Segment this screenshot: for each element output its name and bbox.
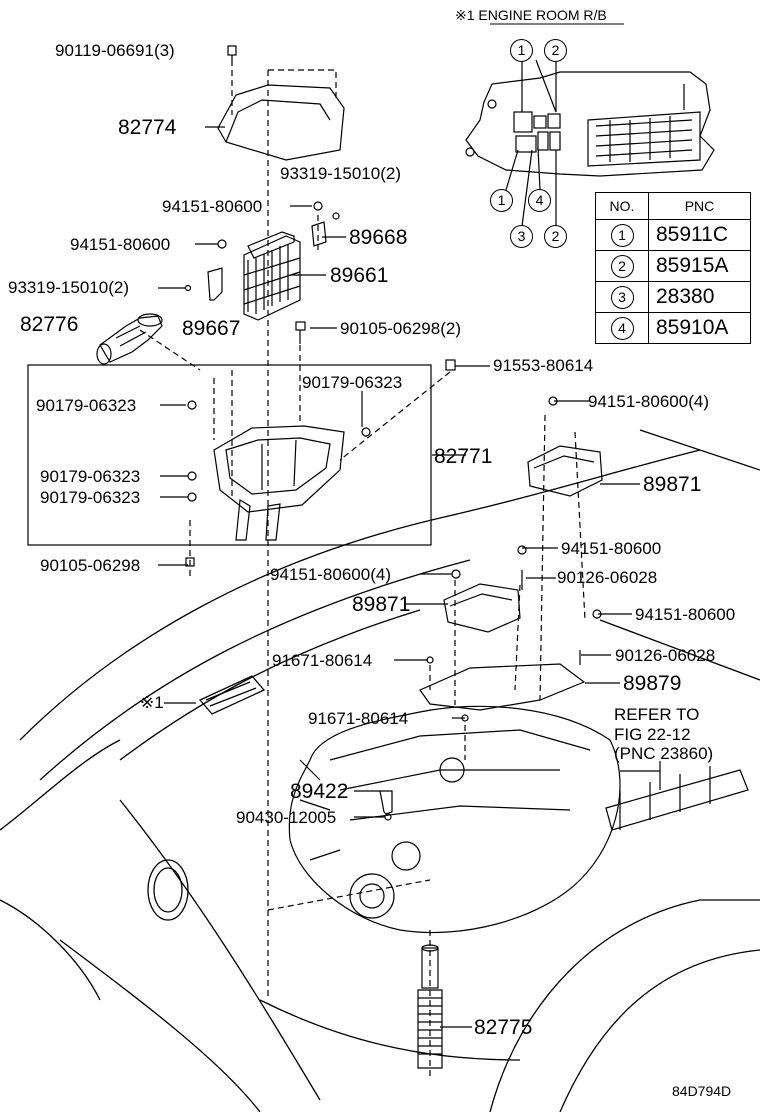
part-label-94151-b: 94151-80600 bbox=[70, 235, 171, 254]
duct-82776 bbox=[96, 313, 163, 365]
cover-82774 bbox=[217, 45, 345, 161]
vehicle-outline bbox=[0, 429, 760, 1112]
row-no-cell: 1 bbox=[595, 219, 649, 251]
relay-block-inset bbox=[465, 23, 715, 227]
figure-id: 84D794D bbox=[672, 1083, 732, 1099]
part-label-93319-b: 93319-15010(2) bbox=[8, 278, 129, 297]
part-label-89668: 89668 bbox=[349, 226, 408, 249]
part-label-90179-a: 90179-06323 bbox=[36, 396, 137, 415]
row-no: 1 bbox=[610, 223, 634, 247]
part-label-89879: 89879 bbox=[623, 672, 682, 695]
ecu-89871-lower bbox=[443, 545, 602, 665]
part-label-90430: 90430-12005 bbox=[236, 808, 337, 827]
callout-3: 3 bbox=[510, 225, 533, 248]
part-label-90126-b: 90126-06028 bbox=[615, 646, 716, 665]
part-label-90105-b: 90105-06298 bbox=[40, 556, 141, 575]
part-label-82771: 82771 bbox=[434, 445, 493, 468]
part-label-94151-a: 94151-80600 bbox=[162, 197, 263, 216]
part-label-93319-a: 93319-15010(2) bbox=[280, 164, 401, 183]
row-no-cell: 2 bbox=[595, 250, 649, 282]
row-no: 4 bbox=[610, 316, 634, 340]
pnc-table-header: NO. PNC bbox=[595, 192, 751, 220]
part-label-90179-b: 90179-06323 bbox=[302, 373, 403, 392]
refer-text-line3: (PNC 23860) bbox=[614, 744, 714, 763]
col-no-header: NO. bbox=[595, 192, 649, 220]
row-pnc: 85911C bbox=[648, 219, 751, 251]
callout-1-bottom: 1 bbox=[490, 189, 513, 212]
row-no-cell: 3 bbox=[595, 281, 649, 313]
table-row: 1 85911C bbox=[595, 219, 751, 251]
row-no: 2 bbox=[610, 254, 634, 278]
refer-text-line2: FIG 22-12 bbox=[614, 725, 691, 744]
table-row: 3 28380 bbox=[595, 281, 751, 313]
part-label-89422: 89422 bbox=[290, 780, 349, 803]
part-label-91553: 91553-80614 bbox=[493, 356, 594, 375]
col-pnc-header: PNC bbox=[648, 192, 751, 220]
part-label-82774: 82774 bbox=[118, 116, 177, 139]
bolt-90105b bbox=[185, 557, 195, 567]
part-label-90119: 90119-06691(3) bbox=[55, 41, 175, 60]
part-label-90179-d: 90179-06323 bbox=[40, 488, 141, 507]
bolt-90105 bbox=[295, 321, 306, 344]
part-label-89661: 89661 bbox=[330, 264, 389, 287]
part-label-94151-d: 94151-80600 bbox=[561, 539, 662, 558]
part-label-82776: 82776 bbox=[20, 313, 79, 336]
part-label-94151-e: 94151-80600(4) bbox=[270, 565, 391, 584]
callout-1-top: 1 bbox=[510, 39, 533, 62]
engine bbox=[288, 705, 749, 934]
callout-2-top: 2 bbox=[544, 39, 567, 62]
part-label-90105-a: 90105-06298(2) bbox=[340, 319, 461, 338]
part-label-90179-c: 90179-06323 bbox=[40, 467, 141, 486]
table-row: 4 85910A bbox=[595, 312, 751, 344]
ecu-89871-upper bbox=[527, 396, 603, 497]
table-row: 2 85915A bbox=[595, 250, 751, 282]
row-no-cell: 4 bbox=[595, 312, 649, 344]
bracket-89879 bbox=[419, 656, 586, 722]
part-label-91671-a: 91671-80614 bbox=[272, 651, 373, 670]
inset-title: ※1 ENGINE ROOM R/B bbox=[455, 7, 607, 23]
bracket-82771 bbox=[187, 359, 456, 541]
callout-4: 4 bbox=[528, 189, 551, 212]
refer-text-line1: REFER TO bbox=[614, 705, 700, 724]
ref-label-1: ※1 bbox=[140, 693, 164, 712]
part-label-94151-f: 94151-80600 bbox=[635, 605, 736, 624]
part-label-82775: 82775 bbox=[474, 1016, 533, 1039]
row-pnc: 85910A bbox=[648, 312, 751, 344]
row-pnc: 28380 bbox=[648, 281, 751, 313]
part-label-89667: 89667 bbox=[182, 317, 241, 340]
part-label-91671-b: 91671-80614 bbox=[308, 709, 409, 728]
part-label-89871-a: 89871 bbox=[643, 473, 702, 496]
pnc-table: NO. PNC 1 85911C 2 85915A 3 28380 4 8591… bbox=[595, 192, 751, 344]
brackets bbox=[184, 201, 340, 301]
part-label-89871-b: 89871 bbox=[352, 593, 411, 616]
row-no: 3 bbox=[610, 285, 634, 309]
ecu-89661 bbox=[243, 231, 301, 321]
part-label-94151-c: 94151-80600(4) bbox=[588, 392, 709, 411]
tube-82775 bbox=[417, 944, 443, 1069]
row-pnc: 85915A bbox=[648, 250, 751, 282]
callout-2-bottom: 2 bbox=[544, 225, 567, 248]
bracket-frame bbox=[27, 364, 432, 546]
part-label-90126-a: 90126-06028 bbox=[557, 568, 658, 587]
leader-lines bbox=[158, 126, 661, 1028]
